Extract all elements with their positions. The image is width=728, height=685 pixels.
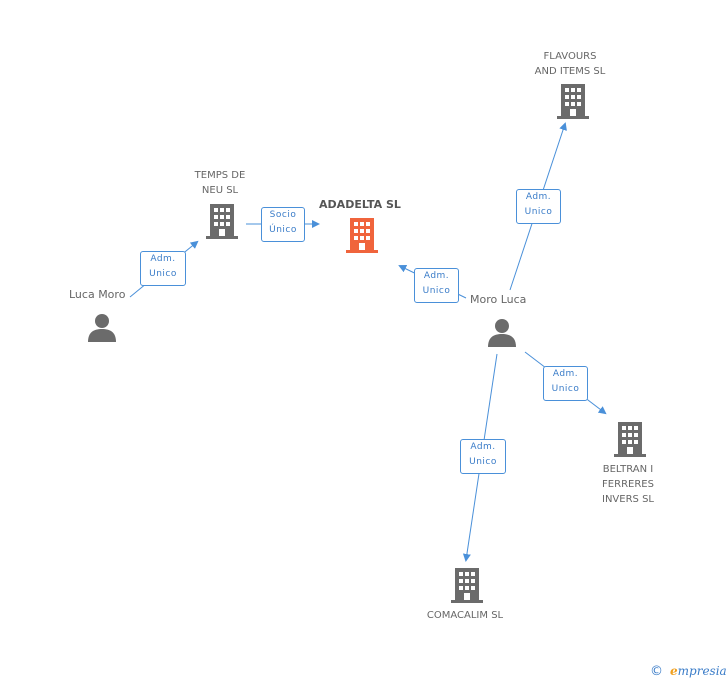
relation-box-moro-luca-beltran[interactable]: Adm. Unico <box>543 366 588 401</box>
relation-box-moro-luca-comacalim[interactable]: Adm. Unico <box>460 439 506 474</box>
relation-role: Adm. <box>150 254 176 264</box>
relation-role: Socio <box>269 210 297 220</box>
relation-type: Unico <box>551 384 580 394</box>
relation-type: Unico <box>149 269 177 279</box>
brand-name: mpresia <box>677 664 727 678</box>
main-company-label[interactable]: ADADELTA SL <box>319 198 401 211</box>
person-label-moro-luca[interactable]: Moro Luca <box>470 293 527 306</box>
relation-role: Adm. <box>552 369 579 379</box>
relation-box-temps-adadelta[interactable]: Socio Único <box>261 207 305 242</box>
person-label-luca-moro[interactable]: Luca Moro <box>69 288 126 301</box>
person-icon-moro-luca[interactable] <box>487 318 517 347</box>
copyright-symbol: © <box>650 664 663 679</box>
building-icon-temps[interactable] <box>206 204 238 240</box>
company-label-flavours[interactable]: FLAVOURS AND ITEMS SL <box>534 51 606 77</box>
brand-initial: e <box>670 664 678 678</box>
person-icon-luca-moro[interactable] <box>87 313 117 342</box>
relation-role: Adm. <box>470 442 496 452</box>
company-label-beltran[interactable]: BELTRAN I FERRERES INVERS SL <box>602 464 654 505</box>
relation-box-moro-luca-adadelta[interactable]: Adm. Unico <box>414 268 459 303</box>
relation-box-luca-moro-temps[interactable]: Adm. Unico <box>140 251 186 286</box>
relation-role: Adm. <box>525 192 552 202</box>
relation-role: Adm. <box>423 271 450 281</box>
relation-type: Unico <box>524 207 553 217</box>
company-label-temps[interactable]: TEMPS DE NEU SL <box>194 170 246 196</box>
building-icon-main[interactable] <box>346 218 378 254</box>
brand-logo[interactable]: empresia <box>670 664 727 678</box>
relation-type: Unico <box>469 457 497 467</box>
building-icon-beltran[interactable] <box>614 422 646 458</box>
building-icon-flavours[interactable] <box>557 84 589 120</box>
building-icon-comacalim[interactable] <box>451 568 483 604</box>
relation-type: Único <box>269 225 297 235</box>
relation-type: Unico <box>422 286 451 296</box>
relation-box-moro-luca-flavours[interactable]: Adm. Unico <box>516 189 561 224</box>
company-label-comacalim[interactable]: COMACALIM SL <box>426 610 504 621</box>
